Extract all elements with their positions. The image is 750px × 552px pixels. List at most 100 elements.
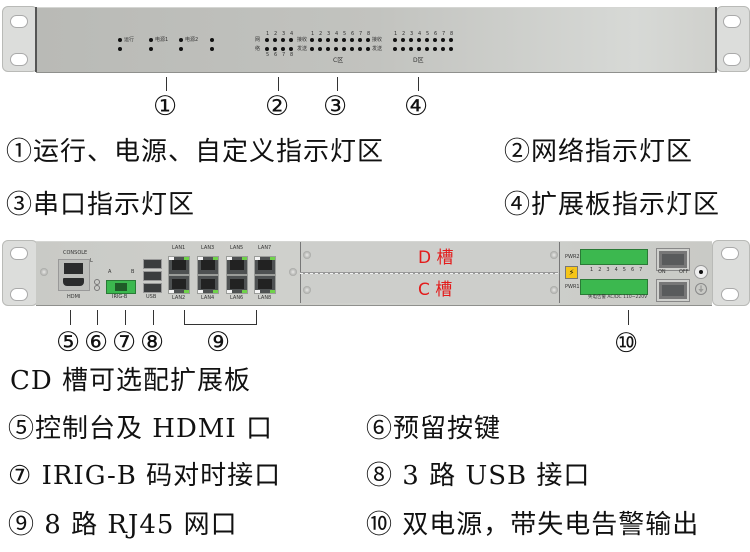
usb-port-1[interactable] [143, 259, 162, 269]
callout-line-8 [153, 310, 154, 325]
warning-icon: ⚡ [565, 266, 578, 279]
led [281, 47, 285, 51]
led-number: 1 [311, 31, 315, 37]
slot-c-label: C 槽 [418, 280, 453, 300]
hdmi-port[interactable] [63, 278, 84, 286]
lan5-port[interactable] [226, 256, 248, 275]
terminal-numbers: 1234567 [590, 268, 647, 273]
switch-off-label: OFF [679, 269, 689, 275]
led [281, 38, 285, 42]
led-run [118, 38, 122, 42]
lan-bracket [184, 310, 257, 325]
mount-hole [10, 288, 28, 301]
lan8-port[interactable] [254, 275, 276, 294]
led-number: 6 [351, 31, 355, 37]
led-number: 7 [282, 52, 286, 58]
terminal-number: 5 [622, 267, 631, 273]
led [289, 38, 293, 42]
lan1-label: LAN1 [172, 245, 186, 251]
callout-1: ① [153, 91, 178, 122]
led-label-run: 运行 [124, 37, 135, 43]
usb-port-3[interactable] [143, 283, 162, 293]
panel-screw [289, 268, 297, 276]
led [433, 47, 437, 51]
hdmi-label: HDMI [67, 294, 81, 300]
panel-screw [40, 268, 48, 276]
pwr2-label: PWR2 [565, 254, 580, 260]
desc-item-7: ⑦ IRIG-B 码对时接口 [8, 461, 282, 491]
led [265, 47, 269, 51]
callout-6: ⑥ [84, 327, 109, 358]
console-label: CONSOLE [63, 250, 88, 256]
desc-item-5: ⑤控制台及 HDMI 口 [8, 414, 273, 444]
led [417, 47, 421, 51]
callout-5: ⑤ [56, 327, 81, 358]
lan2-port[interactable] [168, 275, 190, 294]
led-number: 5 [266, 52, 270, 58]
led [449, 47, 453, 51]
led-number: 8 [367, 31, 371, 37]
led-number: 4 [335, 31, 339, 37]
desc-item-1: ①运行、电源、自定义指示灯区 [6, 137, 385, 167]
console-led-label: L [90, 258, 93, 264]
serial-row-label: 接收 [297, 37, 308, 43]
zone-label-c: C区 [333, 57, 344, 64]
led [449, 38, 453, 42]
led [366, 47, 370, 51]
serial-row-label: 发送 [297, 46, 308, 52]
led-number: 7 [442, 31, 446, 37]
power-switch-2[interactable] [656, 248, 690, 271]
lan4-port[interactable] [197, 275, 219, 294]
slot-screw [550, 251, 558, 259]
desc-cd-slot: CD 槽可选配扩展板 [10, 366, 252, 396]
led [265, 38, 269, 42]
mount-hole [10, 15, 28, 28]
power-switch-1[interactable] [656, 279, 690, 302]
lan8-label: LAN8 [258, 295, 272, 301]
callout-line-5 [70, 310, 71, 325]
lan7-port[interactable] [254, 256, 276, 275]
power-caption: 失电告警 AC/DC 110~220V [588, 295, 648, 300]
led [433, 38, 437, 42]
led [310, 38, 314, 42]
led-label-power1: 电源1 [155, 37, 169, 43]
pwr1-terminal[interactable] [580, 279, 648, 295]
mount-hole [723, 53, 741, 66]
lan3-port[interactable] [197, 256, 219, 275]
net-row-label: 络 [255, 46, 261, 52]
irigb-b-label: B [131, 269, 135, 275]
irigb-a-label: A [108, 269, 112, 275]
led-power2 [179, 38, 183, 42]
mount-hole [723, 15, 741, 28]
lan7-label: LAN7 [258, 245, 272, 251]
slot-screw [550, 286, 558, 294]
desc-item-2: ②网络指示灯区 [504, 137, 694, 167]
zone-label-d: D区 [413, 57, 424, 64]
irigb-terminal[interactable] [106, 280, 136, 294]
alarm-button[interactable] [694, 265, 708, 279]
lan3-label: LAN3 [201, 245, 215, 251]
mount-hole [721, 247, 739, 260]
terminal-number: 6 [630, 267, 640, 273]
mount-hole [10, 53, 28, 66]
led [318, 47, 322, 51]
console-port[interactable] [64, 263, 83, 274]
lan1-port[interactable] [168, 256, 190, 275]
usb-port-2[interactable] [143, 271, 162, 281]
led [342, 38, 346, 42]
slot-d-label: D 槽 [418, 248, 454, 268]
led [409, 47, 413, 51]
led-number: 1 [266, 31, 270, 37]
led [401, 47, 405, 51]
slot-screw [303, 251, 311, 259]
led [425, 38, 429, 42]
led [326, 38, 330, 42]
desc-item-9: ⑨ 8 路 RJ45 网口 [8, 510, 238, 540]
desc-item-10: ⑩ 双电源，带失电告警输出 [366, 510, 700, 540]
led [358, 47, 362, 51]
pwr2-terminal[interactable] [580, 249, 648, 265]
reserved-button[interactable] [94, 279, 100, 285]
lan6-port[interactable] [226, 275, 248, 294]
led-number: 7 [359, 31, 363, 37]
led-number: 3 [327, 31, 331, 37]
